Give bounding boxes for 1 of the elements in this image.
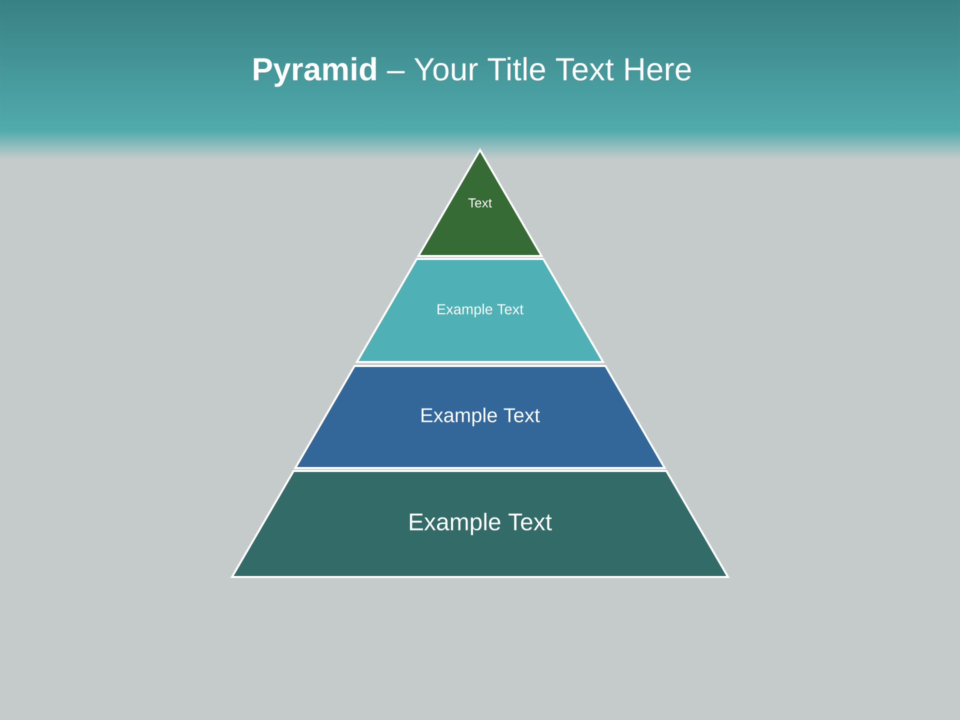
title-text: Pyramid – Your Title Text Here (254, 57, 691, 87)
